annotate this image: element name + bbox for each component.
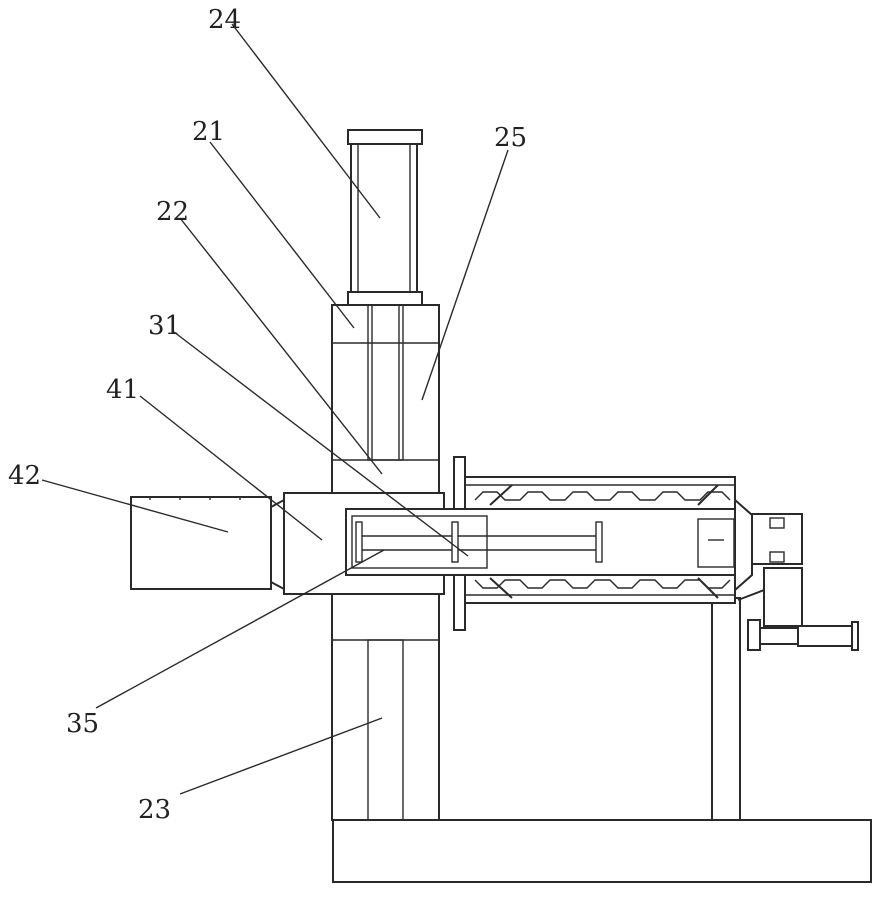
leader-35: [95, 549, 385, 709]
clamp-jaw-3: [697, 484, 719, 506]
label-31: 31: [148, 311, 181, 341]
handle-mount: [763, 567, 803, 627]
cylinder-bottom-cap: [347, 291, 423, 306]
cylinder-body: [350, 143, 418, 293]
clamp-jaw-1: [489, 484, 513, 506]
leader-21: [209, 141, 355, 329]
motor-body: [130, 496, 272, 590]
bracket-bolt-bottom: [769, 551, 785, 563]
label-24: 24: [208, 5, 241, 35]
clamp-jaw-4: [697, 577, 719, 599]
handle-base: [747, 619, 761, 651]
leader-42: [41, 479, 229, 533]
right-support-leg: [711, 597, 741, 821]
leader-31: [173, 331, 469, 557]
motor-coupling: [270, 498, 285, 591]
side-bracket: [751, 513, 803, 565]
push-rod-head: [451, 521, 459, 563]
label-35: 35: [66, 709, 99, 739]
handle-grip: [797, 625, 853, 647]
leader-41: [139, 395, 323, 541]
handle-end: [851, 621, 859, 651]
leader-24: [231, 23, 381, 219]
upper-gear-teeth: [474, 491, 731, 501]
inner-tube: [345, 508, 740, 576]
label-41: 41: [106, 375, 139, 405]
cylinder-top-cap: [347, 129, 423, 145]
label-22: 22: [156, 197, 189, 227]
handle-brace: [737, 589, 765, 601]
inner-cylinder: [351, 515, 488, 569]
leader-23: [179, 717, 383, 795]
label-23: 23: [138, 795, 171, 825]
nose-cone: [734, 497, 753, 593]
label-21: 21: [192, 117, 225, 147]
lower-column: [331, 593, 440, 821]
leader-22: [179, 217, 383, 475]
label-42: 42: [8, 461, 41, 491]
long-rod-head: [595, 521, 603, 563]
upper-column: [331, 304, 440, 496]
bracket-bolt-top: [769, 517, 785, 529]
lower-gear-teeth: [474, 579, 731, 589]
label-25: 25: [494, 123, 527, 153]
clamp-jaw-2: [489, 577, 513, 599]
handle-shaft: [759, 627, 799, 645]
leader-25: [421, 149, 509, 401]
base-plate: [332, 819, 872, 883]
inner-piston: [355, 521, 363, 563]
